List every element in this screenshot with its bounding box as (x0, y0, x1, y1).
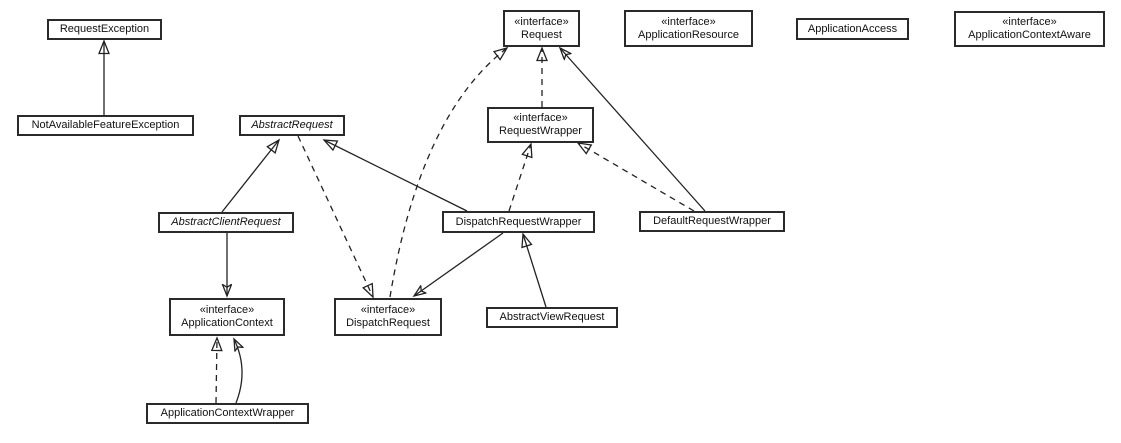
edge-applicationcontextwrapper-realization-applicationcontext (210, 336, 223, 404)
interface-label: Request (521, 28, 562, 41)
interface-label: RequestWrapper (499, 125, 582, 137)
stereotype-label: «interface» (1002, 16, 1057, 28)
interface-box-request[interactable]: «interface» Request (503, 10, 580, 47)
edge-defaultrequestwrapper-association-request (560, 48, 706, 212)
edge-dispatchrequestwrapper-generalization-abstractrequest (322, 139, 468, 212)
class-label: AbstractViewRequest (499, 311, 605, 323)
interface-box-dispatch-request[interactable]: «interface» DispatchRequest (334, 298, 442, 336)
interface-label: ApplicationContextAware (968, 29, 1091, 41)
stereotype-label: «interface» (514, 15, 569, 28)
class-label: DefaultRequestWrapper (653, 215, 771, 227)
edge-abstractviewrequest-generalization-dispatchrequestwrapper (521, 232, 547, 308)
class-box-default-request-wrapper[interactable]: DefaultRequestWrapper (639, 211, 785, 232)
class-label: RequestException (59, 23, 150, 35)
class-label: ApplicationAccess (807, 22, 898, 35)
interface-box-application-resource[interactable]: «interface» ApplicationResource (624, 10, 753, 47)
class-box-abstract-client-request[interactable]: AbstractClientRequest (158, 212, 294, 233)
class-label: NotAvailableFeatureException (31, 119, 180, 131)
class-box-abstract-request[interactable]: AbstractRequest (239, 115, 345, 136)
interface-label: DispatchRequest (346, 317, 430, 329)
interface-box-application-context-aware[interactable]: «interface» ApplicationContextAware (954, 11, 1105, 47)
edge-dispatchrequestwrapper-association-dispatchrequest (414, 232, 504, 296)
interface-box-application-context[interactable]: «interface» ApplicationContext (169, 298, 285, 336)
class-box-dispatch-request-wrapper[interactable]: DispatchRequestWrapper (442, 211, 595, 233)
class-label: ApplicationContextWrapper (160, 407, 295, 419)
class-box-not-available-feature-exception[interactable]: NotAvailableFeatureException (17, 115, 194, 136)
stereotype-label: «interface» (360, 304, 416, 316)
edge-abstractrequest-realization-dispatchrequest (297, 135, 374, 299)
class-label: DispatchRequestWrapper (455, 215, 582, 228)
stereotype-label: «interface» (513, 112, 568, 124)
interface-label: ApplicationContext (181, 317, 273, 329)
interface-label: ApplicationResource (638, 28, 739, 41)
edge-defaultrequestwrapper-realization-requestwrapper (576, 142, 695, 212)
class-label: AbstractRequest (251, 119, 333, 131)
class-label: AbstractClientRequest (171, 216, 281, 228)
class-box-application-context-wrapper[interactable]: ApplicationContextWrapper (146, 403, 309, 424)
edge-abstractclientrequest-generalization-abstractrequest (221, 138, 281, 213)
class-box-abstract-view-request[interactable]: AbstractViewRequest (486, 307, 618, 328)
stereotype-label: «interface» (199, 304, 255, 316)
class-box-application-access[interactable]: ApplicationAccess (796, 18, 909, 40)
edge-dispatchrequest-realization-request (389, 46, 509, 298)
interface-box-request-wrapper[interactable]: «interface» RequestWrapper (487, 107, 594, 143)
edge-dispatchrequestwrapper-realization-requestwrapper (508, 142, 533, 212)
class-box-request-exception[interactable]: RequestException (47, 19, 162, 40)
edge-applicationcontextwrapper-association-applicationcontext (234, 339, 242, 404)
stereotype-label: «interface» (661, 15, 716, 28)
